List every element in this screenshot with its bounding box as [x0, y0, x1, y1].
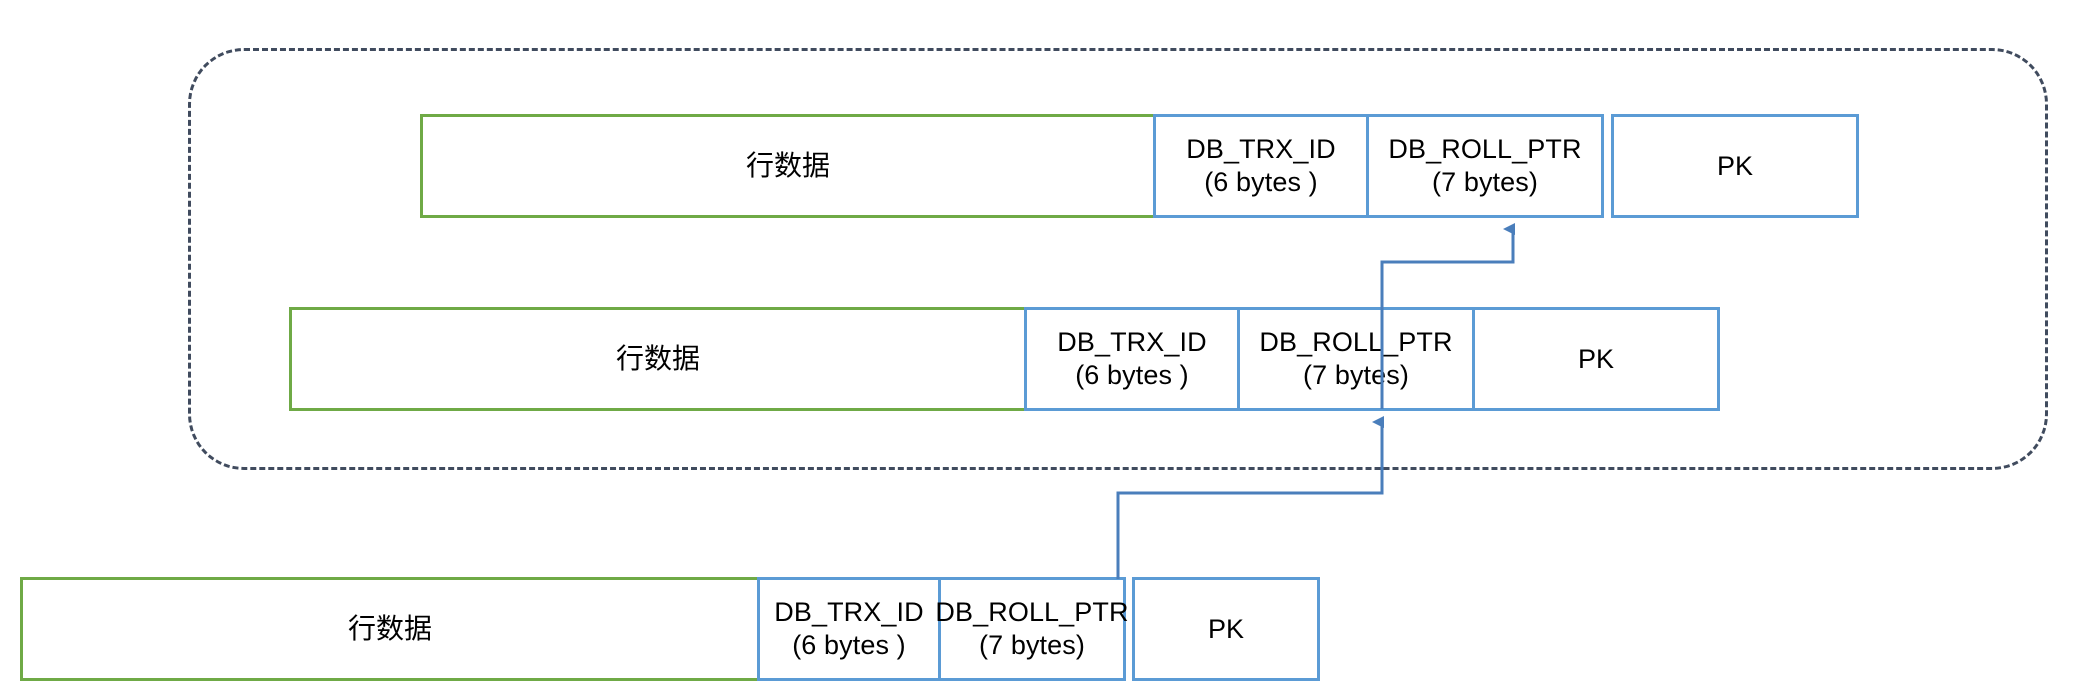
row-3-row-data-cell[interactable]: 行数据: [20, 577, 760, 681]
row-2-db-roll-ptr-label: DB_ROLL_PTR: [1259, 327, 1453, 358]
row-3-db-trx-id-label: DB_TRX_ID: [774, 597, 924, 628]
row-3-db-trx-id-cell[interactable]: DB_TRX_ID (6 bytes ): [757, 577, 941, 681]
record-row-1: 行数据 DB_TRX_ID (6 bytes ) DB_ROLL_PTR (7 …: [420, 114, 1859, 218]
record-row-2: 行数据 DB_TRX_ID (6 bytes ) DB_ROLL_PTR (7 …: [289, 307, 1720, 411]
row-3-primary-key-label: PK: [1207, 613, 1245, 644]
row-3-primary-key-cell[interactable]: PK: [1132, 577, 1320, 681]
row-1-db-trx-id-size: (6 bytes ): [1204, 167, 1318, 197]
row-1-db-trx-id-label: DB_TRX_ID: [1186, 134, 1336, 165]
row-2-row-data-cell[interactable]: 行数据: [289, 307, 1027, 411]
row-3-db-trx-id-size: (6 bytes ): [792, 630, 906, 660]
row-2-db-trx-id-cell[interactable]: DB_TRX_ID (6 bytes ): [1024, 307, 1240, 411]
row-2-db-roll-ptr-cell[interactable]: DB_ROLL_PTR (7 bytes): [1237, 307, 1475, 411]
row-2-db-trx-id-label: DB_TRX_ID: [1057, 327, 1207, 358]
row-3-db-roll-ptr-label: DB_ROLL_PTR: [935, 597, 1129, 628]
row-1-db-trx-id-cell[interactable]: DB_TRX_ID (6 bytes ): [1153, 114, 1369, 218]
row-1-primary-key-cell[interactable]: PK: [1611, 114, 1859, 218]
row-2-primary-key-cell[interactable]: PK: [1472, 307, 1720, 411]
row-2-primary-key-label: PK: [1577, 343, 1615, 374]
row-2-row-data-label: 行数据: [615, 342, 700, 374]
row-1-primary-key-label: PK: [1716, 150, 1754, 181]
row-2-db-roll-ptr-size: (7 bytes): [1303, 360, 1409, 390]
row-2-db-trx-id-size: (6 bytes ): [1075, 360, 1189, 390]
row-3-row-data-label: 行数据: [347, 612, 432, 644]
row-1-db-roll-ptr-size: (7 bytes): [1432, 167, 1538, 197]
row-1-db-roll-ptr-label: DB_ROLL_PTR: [1388, 134, 1582, 165]
row-1-row-data-cell[interactable]: 行数据: [420, 114, 1156, 218]
row-1-row-data-label: 行数据: [745, 149, 830, 181]
row-1-db-roll-ptr-cell[interactable]: DB_ROLL_PTR (7 bytes): [1366, 114, 1604, 218]
row-3-db-roll-ptr-size: (7 bytes): [979, 630, 1085, 660]
row-3-db-roll-ptr-cell[interactable]: DB_ROLL_PTR (7 bytes): [935, 577, 1129, 681]
record-row-3: 行数据 DB_TRX_ID (6 bytes ) DB_ROLL_PTR (7 …: [20, 577, 1320, 681]
